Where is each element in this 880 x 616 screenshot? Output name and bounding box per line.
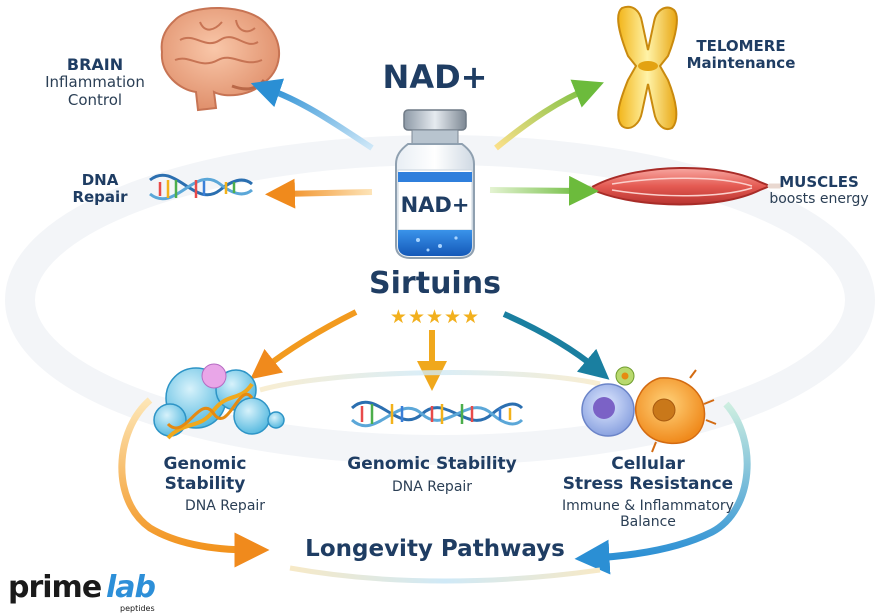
muscles-title: MUSCLES [779, 173, 859, 191]
nad-title: NAD+ [382, 58, 488, 96]
genomic-middle-label: Genomic Stability DNA Repair [312, 454, 552, 495]
genomic-middle-subtitle: DNA Repair [391, 478, 473, 495]
dna-helix-icon-top-left [149, 173, 253, 201]
dna-repair-label: DNA Repair [60, 171, 140, 207]
immune-cells-icon [581, 366, 717, 453]
genomic-left-label: Genomic Stability DNA Repair [130, 454, 280, 515]
cellular-line2: Stress Resistance [562, 473, 734, 494]
muscles-subtitle: boosts energy [769, 191, 869, 208]
telomere-line1: TELOMERE [696, 37, 786, 55]
ring-right-arrow [574, 401, 751, 575]
ring-bottom [289, 565, 601, 584]
logo-peptides: peptides [120, 604, 155, 613]
genomic-middle-title: Genomic Stability [347, 454, 517, 474]
primelab-logo: prime lab peptides [8, 566, 178, 616]
rating-stars: ★★★★★ [389, 306, 481, 328]
arrow-to-dna-repair [265, 178, 373, 209]
cellular-stress-label: Cellular Stress Resistance Immune & Infl… [548, 454, 748, 531]
cellular-line1: Cellular [611, 454, 685, 474]
ring-left-arrow [118, 397, 270, 568]
arrow-to-telomere [494, 79, 604, 151]
cellular-sub2: Balance [620, 514, 676, 531]
dna-helix-icon-middle [350, 400, 524, 428]
genomic-left-subtitle: DNA Repair [184, 498, 266, 515]
arrow-to-cellular [502, 311, 610, 380]
brain-icon [160, 6, 281, 112]
arrow-to-muscles [489, 175, 599, 206]
vial-icon [395, 109, 475, 259]
ring-top [259, 370, 601, 393]
genomic-left-line1: Genomic [163, 454, 247, 474]
arrow-to-brain [250, 78, 374, 151]
logo-lab: lab [106, 570, 156, 605]
brain-line1: Inflammation [45, 73, 145, 92]
chromosome-icon [617, 5, 678, 130]
protein-cluster-icon [153, 363, 285, 440]
telomere-label: TELOMERE Maintenance [676, 37, 806, 73]
dna-repair-line1: DNA [81, 171, 119, 189]
brain-label: BRAIN Inflammation Control [20, 55, 170, 109]
brain-line2: Control [67, 90, 123, 109]
dna-repair-line2: Repair [72, 188, 128, 207]
arrow-to-genomic-left [250, 309, 358, 380]
brain-title: BRAIN [66, 55, 124, 74]
telomere-line2: Maintenance [686, 54, 796, 73]
logo-prime: prime [8, 570, 102, 605]
longevity-pathways-title: Longevity Pathways [305, 536, 565, 562]
genomic-left-line2: Stability [164, 473, 246, 494]
cellular-sub1: Immune & Inflammatory [562, 498, 734, 515]
sirtuins-title: Sirtuins [369, 266, 501, 301]
muscles-label: MUSCLES boosts energy [760, 173, 878, 208]
vial-label: NAD+ [401, 193, 470, 217]
